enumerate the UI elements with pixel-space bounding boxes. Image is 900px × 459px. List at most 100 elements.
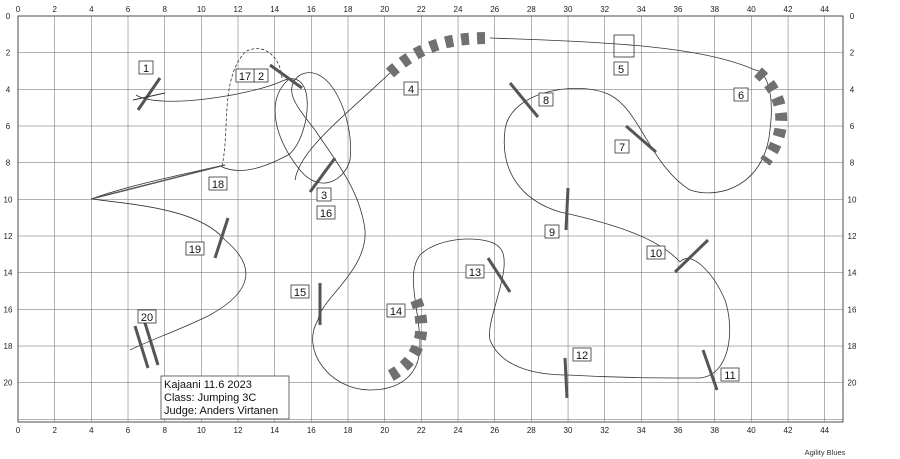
jump-bar: [143, 322, 160, 366]
jump-3: [308, 157, 337, 193]
x-tick-top: 14: [270, 5, 279, 14]
arena-border: [17, 15, 844, 423]
x-tick-top: 0: [16, 5, 21, 14]
label-5: 5: [613, 61, 629, 76]
tunnel-body: [753, 67, 788, 166]
y-tick-left: 6: [6, 122, 11, 131]
label-15: 15: [290, 284, 310, 299]
jump-bar: [563, 357, 569, 399]
event-title: Kajaani 11.6 2023: [164, 379, 252, 391]
y-tick-right: 0: [850, 12, 855, 21]
judge-label: Judge: Anders Virtanen: [164, 405, 278, 417]
tunnel-6: [753, 67, 788, 166]
y-tick-left: 16: [4, 305, 13, 314]
path-line: [312, 238, 731, 391]
x-tick-bottom: 24: [454, 426, 463, 435]
svg-text:7: 7: [619, 142, 625, 154]
footer-credit: Agility Blues: [805, 448, 846, 457]
label-6: 6: [733, 87, 749, 102]
svg-text:14: 14: [390, 306, 402, 318]
y-tick-right: 12: [848, 232, 857, 241]
jump-20: [133, 322, 160, 369]
jump-bar: [486, 257, 512, 293]
x-tick-top: 38: [710, 5, 719, 14]
x-tick-top: 30: [564, 5, 573, 14]
jump-1: [132, 77, 166, 111]
x-tick-top: 20: [380, 5, 389, 14]
jump-5: [613, 34, 635, 58]
label-16: 16: [316, 205, 336, 220]
x-tick-bottom: 42: [784, 426, 793, 435]
obstacle-labels: 1 2 17 3 16 4 5 6 7 8 9 10 11 12 13 14 1…: [137, 60, 749, 382]
y-tick-right: 4: [850, 85, 855, 94]
label-3: 3: [316, 187, 332, 202]
svg-text:1: 1: [143, 63, 149, 75]
x-tick-bottom: 16: [307, 426, 316, 435]
x-tick-top: 42: [784, 5, 793, 14]
jump-bar: [308, 157, 337, 193]
y-tick-right: 16: [848, 305, 857, 314]
svg-text:13: 13: [469, 267, 481, 279]
x-tick-top: 2: [52, 5, 57, 14]
y-tick-left: 4: [6, 85, 11, 94]
course-info: Kajaani 11.6 2023 Class: Jumping 3C Judg…: [160, 375, 290, 420]
x-tick-top: 44: [820, 5, 829, 14]
svg-text:11: 11: [724, 370, 735, 382]
x-tick-top: 28: [527, 5, 536, 14]
axis-bottom: 0 2 4 6 8 10 12 14 16 18 20 22 24 26 28 …: [16, 426, 830, 435]
x-tick-top: 18: [344, 5, 353, 14]
label-2: 2: [253, 68, 269, 83]
x-tick-top: 22: [417, 5, 426, 14]
jump-bar: [564, 187, 570, 231]
y-tick-right: 14: [848, 269, 857, 278]
svg-text:10: 10: [650, 248, 662, 260]
jump-19: [213, 217, 230, 259]
x-tick-top: 8: [162, 5, 167, 14]
jump-12: [563, 357, 569, 399]
label-19: 19: [185, 241, 205, 256]
jump-bar: [673, 238, 710, 274]
tunnel-4: [385, 32, 491, 78]
jump-10: [673, 238, 710, 274]
x-tick-bottom: 22: [417, 426, 426, 435]
path-line: [221, 48, 283, 167]
x-tick-bottom: 44: [820, 426, 829, 435]
label-13: 13: [465, 264, 485, 279]
jump-bar: [625, 124, 657, 154]
y-tick-right: 2: [850, 49, 855, 58]
jump-2: [269, 63, 303, 90]
y-tick-left: 18: [4, 342, 13, 351]
label-18: 18: [208, 176, 228, 191]
arena-grid: [17, 15, 844, 423]
x-tick-bottom: 14: [270, 426, 279, 435]
jump-bar: [136, 77, 162, 111]
info-panel: [160, 375, 290, 420]
x-tick-bottom: 18: [344, 426, 353, 435]
label-7: 7: [614, 139, 630, 154]
y-tick-left: 0: [6, 12, 11, 21]
axis-top: 0 2 4 6 8 10 12 14 16 18 20 22 24 26 28 …: [16, 5, 830, 14]
svg-text:4: 4: [408, 84, 414, 96]
spread-jump: [613, 34, 635, 58]
svg-text:12: 12: [576, 350, 588, 362]
svg-text:9: 9: [549, 227, 555, 239]
x-tick-bottom: 30: [564, 426, 573, 435]
axis-left: 0 2 4 6 8 10 12 14 16 18 20: [4, 12, 13, 388]
svg-text:2: 2: [258, 71, 264, 83]
y-tick-right: 18: [848, 342, 857, 351]
x-tick-top: 10: [197, 5, 206, 14]
x-tick-bottom: 36: [674, 426, 683, 435]
y-tick-left: 8: [6, 159, 11, 168]
x-tick-bottom: 0: [16, 426, 21, 435]
label-20: 20: [137, 309, 157, 324]
path-line: [90, 78, 308, 351]
x-tick-bottom: 32: [600, 426, 609, 435]
x-tick-top: 4: [89, 5, 94, 14]
jump-18-long: [90, 164, 226, 200]
x-tick-bottom: 20: [380, 426, 389, 435]
y-tick-left: 10: [4, 195, 13, 204]
x-tick-top: 6: [126, 5, 131, 14]
class-label: Class: Jumping 3C: [164, 392, 256, 404]
y-tick-right: 10: [848, 195, 857, 204]
